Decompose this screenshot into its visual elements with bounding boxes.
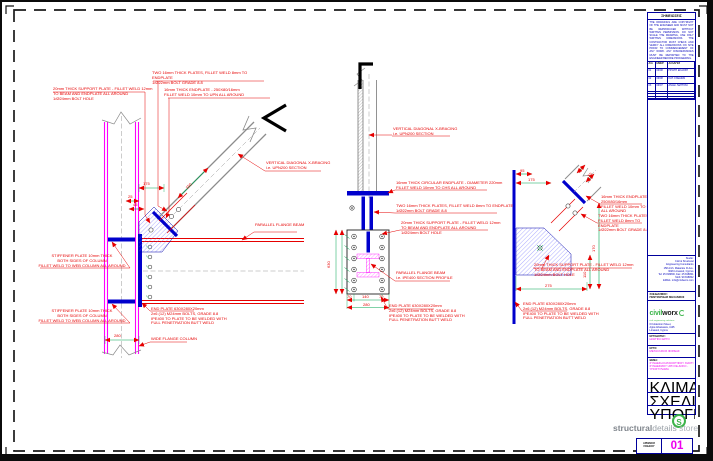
annotation-endplate-left: 16mm THICK ENDPLATE - 250X80/16mm FILLET… [164, 87, 245, 97]
annotation-endplate-beam-left: END PLATE 630X280X20mm 2x6 (12) M24mm BO… [151, 306, 227, 326]
scale-date-row: ΚΛΙΜΑΚΑ1:10 ΗΜΕΡΟΜ.09/2020 [648, 379, 695, 393]
rev-col-changes: ΑΛΛΑΓΕΣ [668, 62, 695, 70]
annotation-endplate-beam-right: END PLATE 630X280X20mm 2x6 (12) M24mm BO… [523, 301, 599, 321]
rev-cell-empty [656, 96, 668, 99]
annotation-circular-endplate-middle: 16mm THICK CIRCULAR ENDPLATE - DIAMETER … [396, 180, 503, 190]
client-field: ΕΡΓΟΔΟΤΗΣ: ΙΔΙΩΤΙΚΟ ΕΡΓΟ [648, 334, 695, 346]
title-block-spacer [648, 100, 695, 256]
logo-tagline: civil engineering solutions [649, 320, 675, 322]
dim-170-right: 170 [591, 245, 596, 252]
store-logo-icon: S [672, 414, 686, 428]
firm-name: ΣΧΕΔΙΑΣΜΟΣ: ΠΕΝΤΖΕΡΙΔΗΣ ΜΗΧΑΝΙΚΟΙ [648, 292, 695, 301]
rev-cell-empty [668, 91, 695, 95]
annotation-column-left: WIDE FLANGE COLUMN [151, 336, 198, 341]
rev-cell-empty [656, 94, 668, 97]
annotation-support-plate-left: 20mm THICK SUPPORT PLATE - FILLET WELD 1… [53, 86, 153, 101]
rev-cell-empty [648, 94, 656, 97]
annotation-endplate-beam-middle: END PLATE 630X280X20mm 2x6 (12) M24mm BO… [389, 303, 465, 323]
sheet-border [5, 5, 707, 454]
annotation-stiffener-bottom: STIFFENER PLATE 10mm THICK BOTH SIDES OF… [38, 308, 126, 323]
annotation-bracing-middle: VERTICAL DIAGONAL X-BRACING i.e. UPN200 … [393, 126, 458, 136]
drawing-number-box: ΑΡΙΘΜΟΣ ΣΧΕΔΙΟΥ 01 [636, 438, 693, 454]
dim-175-right: 175 [528, 177, 535, 182]
rev-cell: ΚΑΤ. ΣΧΕΔΙΩΝ [668, 76, 695, 85]
rev-cell-empty [648, 96, 656, 99]
rev-cell: ΠΡΩΤΗ ΕΚΔΟΣΗ [668, 69, 695, 77]
rev-cell: 02 [648, 76, 656, 85]
rev-cell: ΑΝΑΘ. ΛΕΠΤΟΜ. [668, 84, 695, 92]
notes-header: ΣΗΜΕΙΩΣΕΙΣ [648, 13, 695, 20]
detail-right-gusset [512, 164, 642, 324]
rev-cell: 09/07 [656, 84, 668, 92]
detail-left-elevation [40, 80, 321, 358]
rev-col-date: ΗΜΕΡ [656, 62, 668, 70]
dim-280-middle: 280 [363, 301, 370, 307]
dim-70b-middle: 70 [379, 294, 384, 299]
annotation-stiffener-top: STIFFENER PLATE 10mm THICK BOTH SIDES OF… [38, 253, 126, 268]
dim-275-right: 275 [545, 283, 552, 288]
scale-label: ΚΛΙΜΑΚΑ [649, 379, 696, 393]
rev-cell: 09/08 [656, 69, 668, 77]
drawing-number-label: ΑΡΙΘΜΟΣ ΣΧΕΔΙΟΥ [637, 439, 662, 453]
store-watermark: structuraldetails store [613, 423, 699, 433]
dim-280-left: 280 [114, 333, 121, 338]
annotation-two-plates-left: TWO 16mm THICK PLATES, FILLET WELD 8mm T… [152, 70, 248, 85]
drawing-number-value: 01 [670, 440, 684, 452]
dim-175-left: 175 [143, 181, 150, 186]
revision-table: A/A ΗΜΕΡ ΑΛΛΑΓΕΣ 01 09/08 ΠΡΩΤΗ ΕΚΔΟΣΗ 0… [648, 62, 695, 100]
annotation-two-plates-middle: TWO 16mm THICK PLATES, FILLET WELD 8mm T… [396, 203, 514, 213]
subject-field: ΘΕΜΑ: ΣΥΝΔΕΣΗ ΚΑΤΑΚΟΡΥΦΟΥ ΧΙΑΣΤΙ ΣΥΝΔΕΣΜ… [648, 358, 695, 379]
rev-cell: 03 [648, 84, 656, 92]
signatures-field: ΥΠΟΓΡΑΦΕΣ [649, 406, 696, 420]
civilworx-logo-block: civilworx civil engineering solutions 6 … [648, 301, 695, 334]
annotation-support-plate-right: 20mm THICK SUPPORT PLATE - FILLET WELD 1… [534, 262, 634, 277]
drawing-sheet: TWO 16mm THICK PLATES, FILLET WELD 8mm T… [2, 2, 707, 454]
notes-text: THE DRAWINGS ARE COPYRIGHT OF THE ENGINE… [648, 20, 695, 62]
dim-95-right: 95 [520, 168, 525, 173]
dim-630-middle: 630 [326, 261, 331, 268]
annotation-beam-middle: PARALLEL FLANGE BEAM i.e. IPE400 SECTION… [396, 270, 453, 280]
project-field: ΕΡΓΟ: ΜΕΤΑΛΛΙΚΟΣ ΦΟΡΕΑΣ [648, 346, 695, 358]
rev-cell: 01 [648, 69, 656, 77]
logo-swoosh-icon [678, 310, 685, 317]
office-address: Studio: Civil & Structural Engineering C… [648, 256, 695, 292]
civilworx-logo: civilworx [650, 310, 685, 317]
title-block: ΣΗΜΕΙΩΣΕΙΣ THE DRAWINGS ARE COPYRIGHT OF… [647, 12, 696, 419]
annotation-bracing-left: VERTICAL DIAGONAL X-BRACING i.e. UPN200 … [266, 160, 331, 170]
annotation-beam-left: PARALLEL FLANGE BEAM [255, 222, 305, 227]
rev-cell: 09/08 [656, 76, 668, 85]
drawn-label: ΣΧΕΔΙΑΣΕ [649, 393, 696, 406]
rev-cell-empty [656, 91, 668, 95]
annotation-support-plate-middle: 20mm THICK SUPPORT PLATE - FILLET WELD 1… [401, 220, 501, 235]
cad-linework [5, 5, 707, 454]
dim-25-left: 25 [128, 194, 133, 199]
dim-45-left: 45 [133, 202, 138, 207]
detail-middle-section [333, 62, 497, 310]
dim-110-right: 110 [582, 271, 587, 278]
dim-140-middle: 140 [362, 294, 369, 299]
drawn-checked-row: ΣΧΕΔΙΑΣΕΣ.Π. ΕΛΕΓΞΕΣ.Π. [648, 393, 695, 406]
rev-cell-empty [648, 91, 656, 95]
rev-col-no: A/A [648, 62, 656, 70]
dim-70a-middle: 70 [347, 294, 352, 299]
logo-address: 6 Kolokotroni Street, Agios Athanasios, … [649, 323, 675, 333]
annotation-two-plates-right: TWO 16mm THICK PLATES, FILLET WELD 8mm T… [598, 213, 650, 233]
rev-cell-empty [668, 96, 695, 99]
rev-cell-empty [668, 94, 695, 97]
